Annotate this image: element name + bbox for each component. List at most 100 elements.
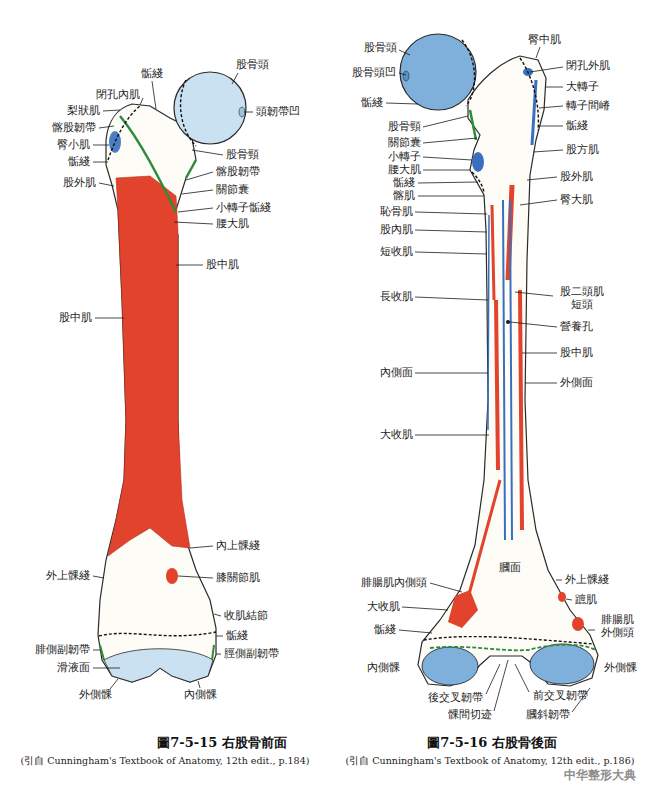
part-label: 髂股韌帶 <box>52 122 96 135</box>
ligament-line <box>100 645 214 660</box>
leader-line <box>178 208 213 212</box>
part-label: 外側髁 <box>604 662 637 675</box>
muscle-attachment <box>532 80 536 145</box>
leader-line <box>430 583 462 592</box>
muscle-attachment <box>109 131 121 153</box>
ligament-line <box>470 110 476 140</box>
leader-line <box>418 196 484 197</box>
leader-line <box>588 630 595 631</box>
leader-line <box>110 679 118 689</box>
leader-line <box>536 47 540 58</box>
leader-line <box>244 112 253 113</box>
part-label: 股中肌 <box>59 312 92 325</box>
part-label: 閉孔內肌 <box>96 89 140 102</box>
leader-line <box>494 660 508 711</box>
part-label: 骺綫 <box>68 156 90 169</box>
femoral-head <box>174 72 246 144</box>
part-label: 梨狀肌 <box>67 105 100 118</box>
part-label: 內上髁綫 <box>216 540 260 553</box>
epiphyseal-line <box>108 106 140 160</box>
articular-surface <box>104 649 213 682</box>
leader-line <box>423 138 477 143</box>
epiphyseal-line <box>99 632 216 636</box>
watermark: 中华整形大典 <box>564 769 636 783</box>
part-label: 長收肌 <box>380 291 413 304</box>
figure-caption: 圖7-5-15 右股骨前面 <box>157 736 287 751</box>
muscle-attachment <box>472 152 484 172</box>
part-label: 頭韌帶凹 <box>256 106 300 119</box>
leader-line <box>566 599 572 600</box>
part-label: 股中肌 <box>560 347 593 360</box>
part-label: 股骨頸 <box>226 149 259 162</box>
source-citation: (引自 Cunningham's Textbook of Anatomy, 12… <box>21 756 310 767</box>
leader-line <box>515 664 529 692</box>
leader-line <box>93 668 120 669</box>
part-label: 外側面 <box>560 377 593 390</box>
part-label: 髂股韌帶 <box>216 166 260 179</box>
leader-line <box>510 322 557 327</box>
part-label: 股內肌 <box>380 224 413 237</box>
articular-surface <box>422 647 478 685</box>
part-label: 關節囊 <box>216 184 249 197</box>
leader-line <box>178 576 213 578</box>
part-label: 小轉子 <box>388 151 421 164</box>
leader-line <box>174 222 213 224</box>
leader-line <box>216 636 223 637</box>
leader-line <box>423 157 472 160</box>
leader-line <box>520 200 557 205</box>
part-label: 股外肌 <box>63 177 96 190</box>
leader-line <box>93 650 100 651</box>
part-label: 外側髁 <box>79 689 112 702</box>
muscle-attachment <box>510 200 512 540</box>
part-label: 腓腸肌 外側頭 <box>597 614 637 639</box>
part-label: 膕斜韌帶 <box>526 709 570 722</box>
femoral-head <box>400 34 476 110</box>
muscle-attachment <box>558 592 566 602</box>
leader-line <box>415 435 489 436</box>
part-label: 關節囊 <box>388 137 421 150</box>
part-label: 臀大肌 <box>560 194 593 207</box>
leader-line <box>99 126 114 128</box>
leader-line <box>525 383 557 384</box>
leader-line <box>93 576 104 578</box>
part-label: 臀中肌 <box>528 34 561 47</box>
part-label: 股骨頭 <box>364 42 397 55</box>
muscle-area <box>108 176 190 556</box>
part-label: 腰大肌 <box>216 218 249 231</box>
leader-line <box>399 73 406 75</box>
part-label: 股方肌 <box>566 144 599 157</box>
leader-line <box>530 67 563 72</box>
part-label: 腓腸肌內側頭 <box>361 577 427 590</box>
muscle-attachment <box>520 290 522 530</box>
part-label: 大收肌 <box>380 429 413 442</box>
femur-outline <box>98 104 216 682</box>
muscle-area <box>166 568 178 584</box>
leader-line <box>198 681 200 688</box>
leader-line <box>415 212 487 214</box>
part-label: 轉子間嵴 <box>566 100 610 113</box>
leader-line <box>192 150 223 155</box>
leader-line <box>527 177 557 180</box>
part-label: 股骨頭凹 <box>352 67 396 80</box>
leader-line <box>399 50 410 55</box>
leader-line <box>402 607 448 610</box>
leader-line <box>93 162 108 163</box>
leader-line <box>99 183 114 186</box>
muscle-attachment <box>468 480 500 598</box>
figure-caption: 圖7-5-16 右股骨後面 <box>427 736 557 751</box>
leader-line <box>515 292 553 296</box>
part-label: 滑液面 <box>57 662 90 675</box>
part-label: 閉孔外肌 <box>566 60 610 73</box>
epiphyseal-line <box>462 40 475 106</box>
ligament-line <box>430 645 596 651</box>
leader-line <box>176 265 203 266</box>
leader-line <box>214 614 221 616</box>
part-label: 骺綫 <box>566 120 588 133</box>
leader-line <box>423 170 470 171</box>
part-label: 營養孔 <box>560 321 593 334</box>
part-label: 外上髁綫 <box>565 574 609 587</box>
part-label: 髁間切迹 <box>448 709 492 722</box>
